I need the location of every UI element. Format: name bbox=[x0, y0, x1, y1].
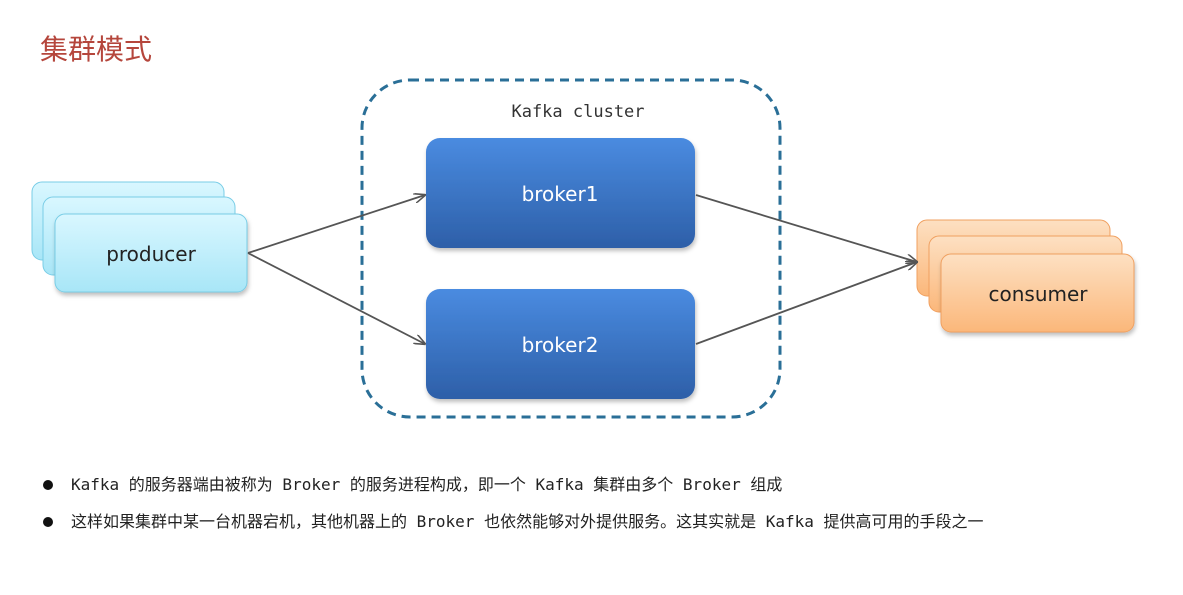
producer-node bbox=[54, 213, 248, 293]
broker2-node: broker2 bbox=[426, 289, 695, 399]
arrow-producer-to-broker2 bbox=[247, 252, 425, 344]
kafka-cluster-boundary bbox=[360, 78, 782, 419]
broker1-node: broker1 bbox=[426, 138, 695, 248]
bullet-item: 这样如果集群中某一台机器宕机，其他机器上的 Broker 也依然能够对外提供服务… bbox=[40, 507, 984, 544]
bullet-list: Kafka 的服务器端由被称为 Broker 的服务进程构成，即一个 Kafka… bbox=[40, 470, 984, 544]
consumer-node bbox=[940, 253, 1135, 333]
broker1-label: broker1 bbox=[522, 182, 599, 206]
kafka-cluster-diagram: Kafka cluster producer broker1 broker2 c… bbox=[31, 78, 1135, 419]
bullet-text: 这样如果集群中某一台机器宕机，其他机器上的 Broker 也依然能够对外提供服务… bbox=[71, 512, 984, 531]
arrow-producer-to-broker1 bbox=[247, 195, 425, 254]
kafka-cluster-label: Kafka cluster bbox=[511, 102, 644, 122]
page-title: 集群模式 bbox=[40, 33, 153, 66]
broker2-label: broker2 bbox=[522, 333, 599, 357]
arrow-broker2-to-consumer bbox=[695, 262, 917, 345]
consumer-label: consumer bbox=[988, 282, 1088, 306]
bullet-item: Kafka 的服务器端由被称为 Broker 的服务进程构成，即一个 Kafka… bbox=[40, 470, 984, 507]
bullet-dot-icon bbox=[43, 480, 53, 490]
producer-stack: producer bbox=[31, 181, 248, 293]
bullet-dot-icon bbox=[43, 517, 53, 527]
arrow-broker1-to-consumer bbox=[695, 194, 917, 262]
consumer-stack: consumer bbox=[916, 219, 1135, 333]
producer-label: producer bbox=[106, 242, 196, 266]
bullet-text: Kafka 的服务器端由被称为 Broker 的服务进程构成，即一个 Kafka… bbox=[71, 475, 783, 494]
